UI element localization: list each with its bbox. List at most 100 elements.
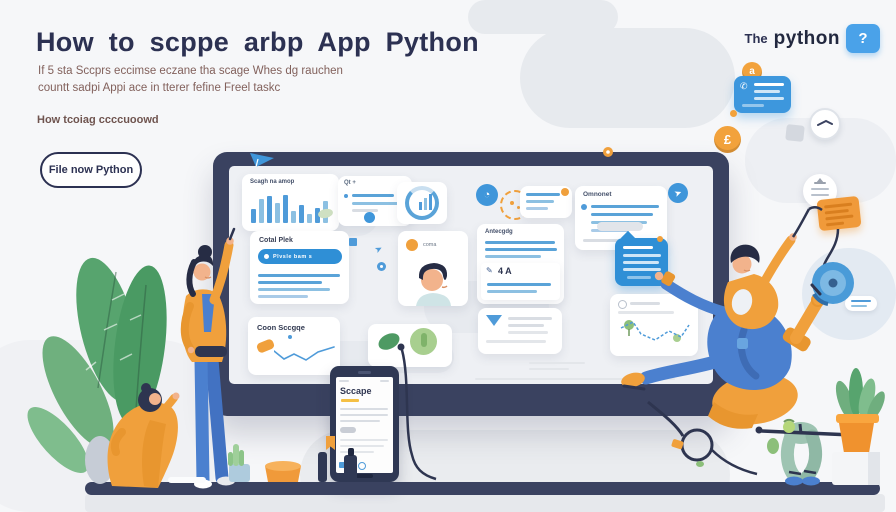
brand-prefix: The (744, 31, 768, 46)
brand-name: python (773, 27, 840, 49)
text-line (623, 268, 661, 271)
monitor-screen: Scagh na amop Qt + ◔ (229, 166, 713, 384)
card-title: Qt + (344, 180, 356, 186)
bookmark-icon (326, 436, 335, 450)
donut-card (397, 182, 447, 224)
paper-plane-icon: ➤ (372, 242, 385, 256)
blue-circle-icon (364, 212, 375, 223)
text-line (627, 276, 651, 279)
chart-dot (288, 335, 292, 339)
format-label: 4 A (498, 266, 512, 276)
potted-plant (832, 368, 885, 485)
phone-home-button[interactable] (356, 474, 373, 478)
phone-footer-icon (339, 462, 345, 468)
subtitle-line-2: countt sadpi Appi ace in tterer fefine F… (38, 82, 281, 94)
text-line (754, 97, 784, 100)
orange-dot (730, 110, 737, 117)
text-line (487, 283, 551, 286)
analytics-card: Scagh na amop (242, 174, 339, 231)
greenery-card (368, 324, 452, 367)
pin-dot-icon (581, 204, 587, 210)
bg-blob-lightblue (802, 248, 896, 340)
text-line (754, 90, 780, 93)
tasks-button[interactable]: Plvsle bam s (258, 249, 342, 264)
text-line (258, 281, 322, 284)
text-line (258, 288, 330, 291)
question-badge[interactable]: ? (846, 24, 880, 53)
gray-pill (597, 222, 643, 231)
funnel-icon (486, 315, 502, 326)
mini-bar (419, 202, 422, 210)
orange-document-card (816, 195, 862, 232)
gardener-legs (755, 418, 854, 486)
text-line (340, 445, 384, 447)
text-line (340, 439, 388, 441)
text-line (352, 202, 398, 205)
text-line (618, 311, 674, 314)
text-line (340, 420, 380, 422)
text-line (380, 380, 389, 382)
phone-footer-icon (348, 462, 356, 470)
format-toolbar: ✎ 4 A (481, 263, 560, 300)
text-line (591, 213, 653, 216)
monitor: Scagh na amop Qt + ◔ (213, 152, 729, 416)
text-line (583, 239, 623, 242)
phone-app-title: Sccape (340, 386, 372, 396)
page-subtitle: If 5 sta Sccprs eccimse eczane tha scage… (38, 63, 343, 97)
text-line (485, 255, 541, 258)
marker-icon (255, 338, 276, 354)
card-title: Omnonet (583, 191, 612, 198)
text-line (352, 194, 394, 197)
text-line (623, 261, 659, 264)
brand-lockup: The python ? (745, 24, 880, 53)
phone-icon: ✆ (740, 81, 748, 91)
text-line (529, 362, 585, 364)
text-line (529, 368, 569, 370)
text-line (258, 295, 308, 298)
pin-lines-card (520, 186, 572, 218)
mini-bar (429, 194, 432, 210)
bg-blob-floor-left (0, 340, 220, 512)
orange-mini-dot (657, 236, 663, 242)
subtitle-line-1: If 5 sta Sccprs eccimse eczane tha scage… (38, 65, 343, 77)
text-line (340, 451, 374, 453)
card-title: Cotal Plek (259, 237, 293, 244)
text-line (630, 302, 660, 305)
phone: Sccape (326, 366, 399, 482)
bg-blob-under-desk (85, 494, 885, 512)
cta-button[interactable]: File now Python (40, 152, 142, 188)
text-line (340, 408, 388, 410)
trend-card: Coon Sccgqe (248, 317, 340, 375)
profile-card: coma (398, 231, 468, 306)
radio-circle (618, 300, 627, 309)
notification-card: ✆ (734, 76, 791, 113)
text-line (485, 241, 555, 244)
cube-icon (349, 238, 357, 246)
speech-square-icon (785, 124, 805, 142)
text-line (340, 414, 388, 416)
phone-footer-icon (358, 462, 366, 470)
card-title: Coon Sccgqe (257, 323, 305, 332)
pie-icon: ◔ (476, 184, 498, 206)
bullet-dot (344, 194, 348, 198)
send-icon: ➤ (665, 180, 691, 206)
text-line (591, 205, 659, 208)
text-line (258, 274, 340, 277)
text-line (526, 207, 548, 210)
currency-coin-icon: £ (714, 126, 741, 153)
profile-label: coma (423, 242, 437, 248)
mini-lines-pill (845, 296, 877, 311)
avatar (416, 263, 451, 306)
bg-blob-cloud-right (520, 28, 735, 128)
text-line (623, 246, 653, 249)
text-line (754, 83, 784, 86)
page-tagline: How tcoiag ccccuoowd (37, 114, 159, 126)
bar-chart (251, 193, 328, 223)
map-pin-icon (561, 188, 569, 196)
page-title: How to scppe arbp App Python (36, 27, 479, 57)
eco-line-chart (620, 320, 690, 342)
text-line (508, 317, 552, 320)
text-line (339, 380, 349, 382)
card-title: Antecgdg (485, 229, 513, 235)
